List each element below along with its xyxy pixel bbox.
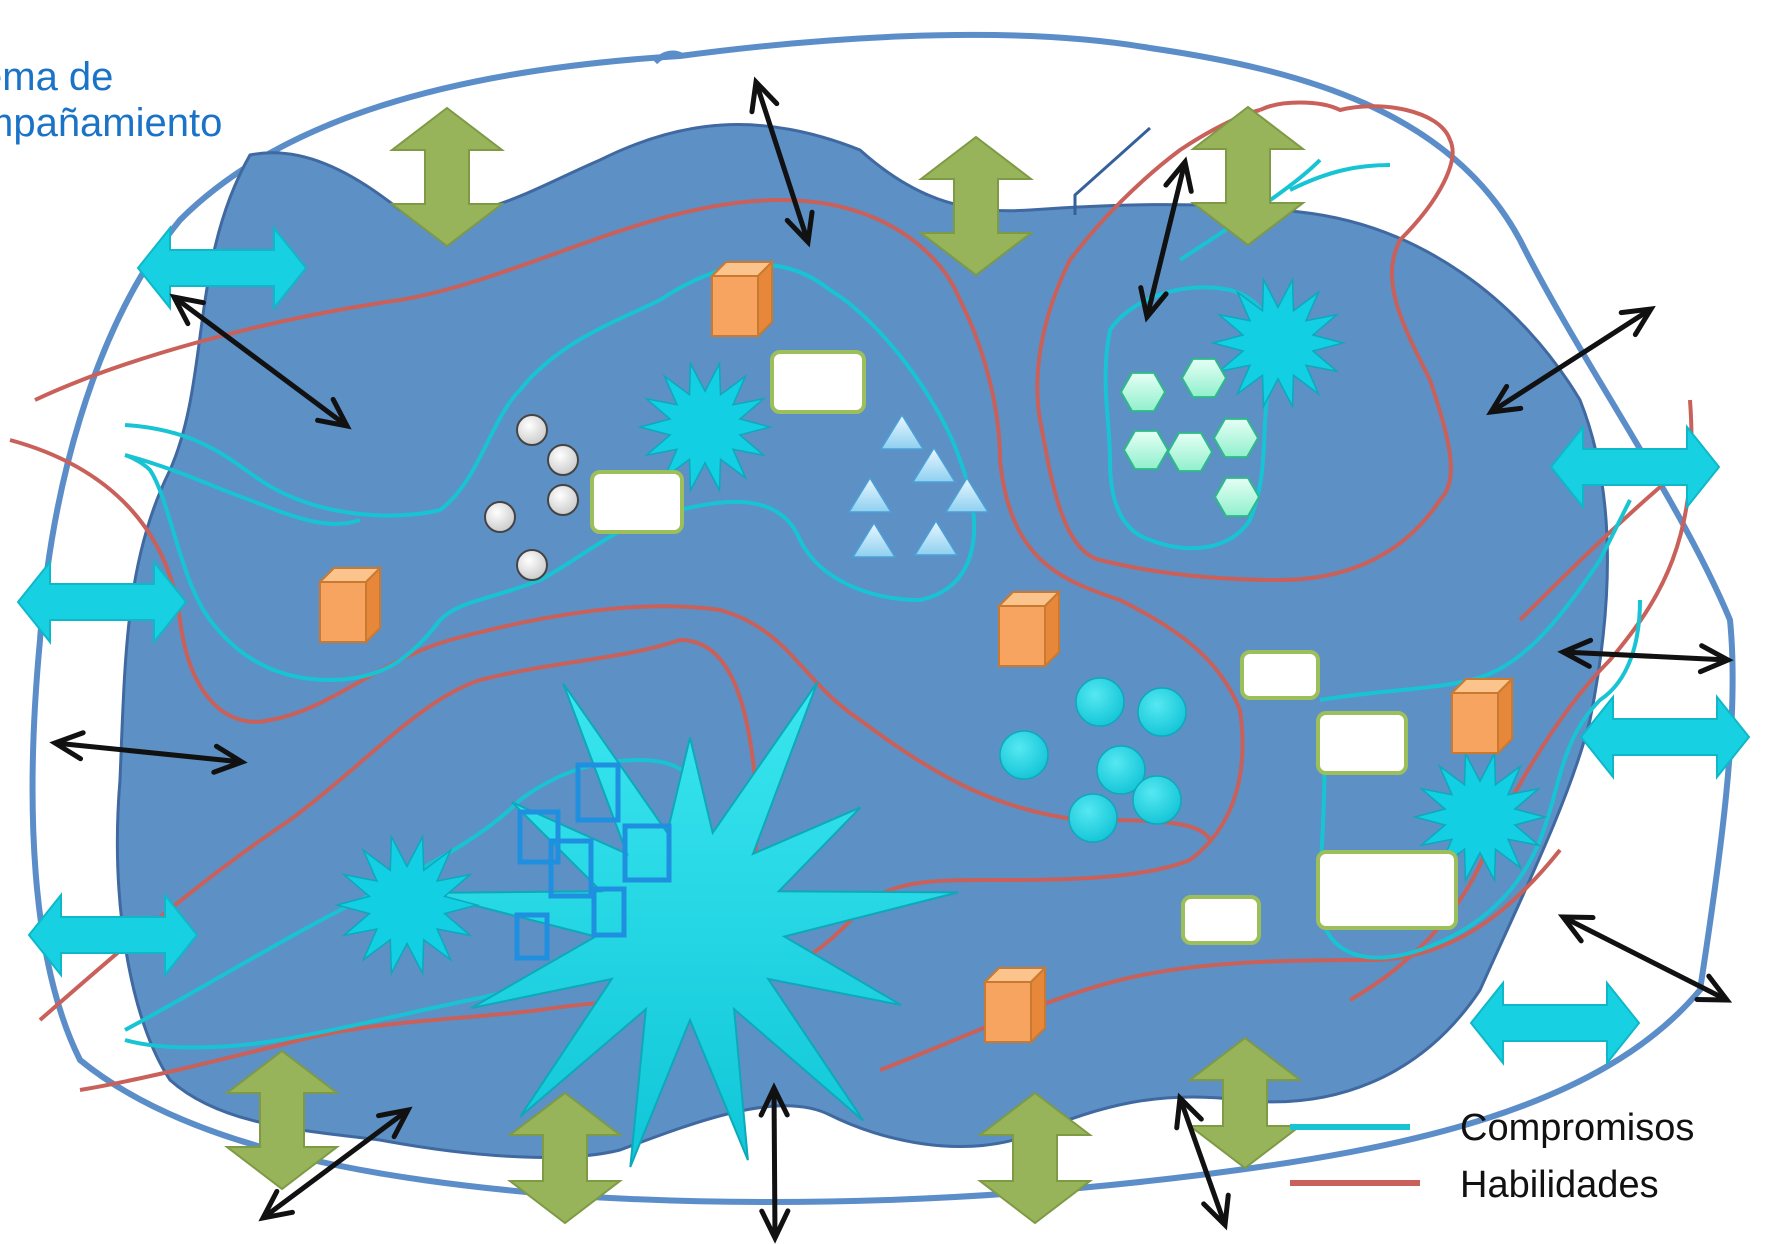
orange-cube-group bbox=[317, 259, 1515, 1045]
cyan-circle-icon bbox=[1096, 745, 1146, 795]
hexagon-icon bbox=[1212, 417, 1260, 459]
hexagon-icon bbox=[1166, 431, 1214, 473]
orange-cube-icon bbox=[709, 259, 775, 339]
starburst-group bbox=[334, 276, 1548, 977]
orange-cube-icon bbox=[982, 965, 1048, 1045]
triangle-icon bbox=[913, 519, 959, 556]
cyan-circle-icon bbox=[999, 730, 1049, 780]
grey-circle-group bbox=[484, 414, 579, 581]
blue-square-outline-icon bbox=[514, 912, 550, 961]
black-double-arrow-icon bbox=[1138, 156, 1194, 323]
white-rectangle-icon bbox=[1181, 895, 1261, 945]
white-rectangle-icon bbox=[1316, 850, 1458, 930]
double-arrow-horizontal-icon bbox=[1549, 424, 1721, 510]
cyan-circle-icon bbox=[1132, 775, 1182, 825]
white-rectangle-icon bbox=[1316, 711, 1408, 775]
cyan-circle-icon bbox=[1137, 687, 1187, 737]
starburst-icon bbox=[637, 360, 773, 494]
triangle-icon bbox=[851, 521, 897, 558]
black-double-arrow-icon bbox=[258, 1106, 413, 1222]
cyan-circle-icon bbox=[1068, 793, 1118, 843]
double-arrow-horizontal-icon bbox=[136, 225, 308, 311]
black-double-arrow-icon bbox=[49, 730, 248, 775]
double-arrow-vertical-icon bbox=[1187, 1036, 1303, 1170]
blue-square-outline-icon bbox=[548, 838, 594, 899]
triangle-icon bbox=[944, 476, 990, 513]
cyan-arrow-group bbox=[16, 225, 1751, 1066]
triangle-icon bbox=[847, 476, 893, 513]
hexagon-icon bbox=[1180, 357, 1228, 399]
triangle-icon bbox=[911, 446, 957, 483]
triangle-group bbox=[847, 413, 990, 558]
triangle-icon bbox=[879, 413, 925, 450]
black-double-arrow-icon bbox=[1174, 1092, 1231, 1231]
orange-cube-icon bbox=[317, 565, 383, 645]
outer-outline bbox=[29, 31, 1736, 1206]
system-label-line2: mpañamiento bbox=[0, 101, 223, 145]
black-double-arrow-icon bbox=[1557, 637, 1734, 675]
white-rectangle-icon bbox=[590, 470, 684, 534]
blue-square-outline-icon bbox=[575, 762, 621, 823]
black-double-arrow-icon bbox=[1557, 914, 1733, 1003]
blue-square-group bbox=[514, 762, 672, 961]
double-arrow-vertical-icon bbox=[224, 1049, 340, 1191]
double-arrow-horizontal-icon bbox=[1469, 980, 1641, 1066]
double-arrow-horizontal-icon bbox=[16, 559, 188, 645]
black-arrow-group bbox=[49, 76, 1734, 1244]
system-label: ema de mpañamiento bbox=[0, 54, 222, 146]
blue-square-outline-icon bbox=[622, 823, 672, 883]
double-arrow-vertical-icon bbox=[507, 1091, 623, 1225]
white-rectangle-icon bbox=[1240, 650, 1320, 700]
black-double-arrow-icon bbox=[758, 1082, 791, 1244]
starburst-icon bbox=[1210, 276, 1346, 410]
blue-square-outline-icon bbox=[517, 809, 561, 865]
grey-circle-icon bbox=[484, 501, 516, 533]
cyan-circle-group bbox=[999, 677, 1187, 843]
hexagon-icon bbox=[1122, 429, 1170, 471]
grey-circle-icon bbox=[547, 484, 579, 516]
hexagon-icon bbox=[1119, 371, 1167, 413]
double-arrow-vertical-icon bbox=[918, 135, 1034, 277]
hexagon-icon bbox=[1213, 476, 1261, 518]
grey-circle-icon bbox=[516, 414, 548, 446]
outer-outline-notch bbox=[652, 50, 684, 65]
legend-label-habilidades: Habilidades bbox=[1460, 1164, 1659, 1206]
hexagon-group bbox=[1119, 357, 1261, 518]
system-label-line1: ema de bbox=[0, 55, 114, 99]
green-arrow-group bbox=[224, 105, 1306, 1225]
grey-circle-icon bbox=[547, 444, 579, 476]
legend-label-compromisos: Compromisos bbox=[1460, 1107, 1694, 1149]
cyan-circle-icon bbox=[1075, 677, 1125, 727]
black-double-arrow-icon bbox=[749, 76, 815, 248]
grey-circle-icon bbox=[516, 549, 548, 581]
large-starburst-icon bbox=[425, 681, 959, 1168]
white-rectangle-icon bbox=[770, 350, 866, 414]
double-arrow-horizontal-icon bbox=[1579, 694, 1751, 780]
black-double-arrow-icon bbox=[1486, 305, 1656, 416]
white-box-group bbox=[590, 350, 1458, 945]
starburst-icon bbox=[334, 833, 480, 977]
double-arrow-vertical-icon bbox=[1190, 105, 1306, 247]
double-arrow-vertical-icon bbox=[977, 1091, 1093, 1225]
orange-cube-icon bbox=[1449, 676, 1515, 756]
double-arrow-horizontal-icon bbox=[27, 892, 199, 978]
blue-square-outline-icon bbox=[591, 886, 627, 938]
double-arrow-vertical-icon bbox=[389, 106, 505, 248]
starburst-icon bbox=[1412, 750, 1548, 884]
legend: Compromisos Habilidades bbox=[1290, 1107, 1694, 1206]
connector-line bbox=[1073, 126, 1151, 215]
black-double-arrow-icon bbox=[169, 293, 352, 430]
orange-cube-icon bbox=[996, 589, 1062, 669]
